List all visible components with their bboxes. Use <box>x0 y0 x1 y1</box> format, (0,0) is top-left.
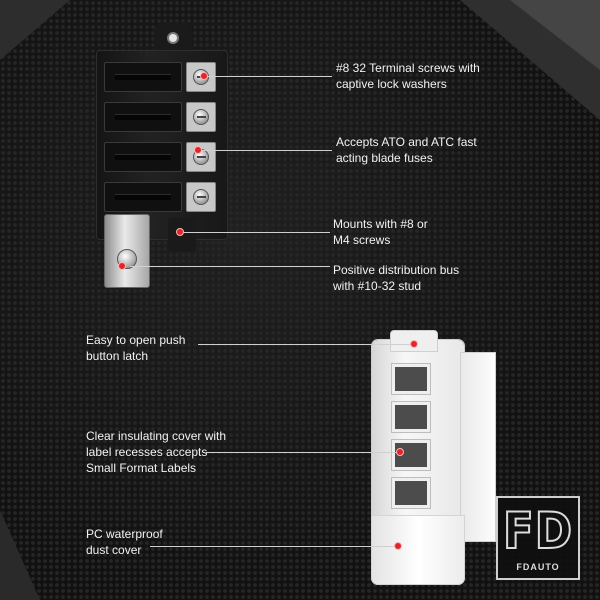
brand-logo: FD FDAUTO <box>496 496 580 580</box>
callout-insulating-cover: Clear insulating cover with label recess… <box>86 429 227 475</box>
callout-marker <box>394 542 402 550</box>
brand-logo-text: FDAUTO <box>516 562 560 572</box>
callout-terminal-screws: #8 32 Terminal screws with captive lock … <box>336 61 480 91</box>
cover-dust-section <box>372 516 464 584</box>
callout-fuse-types: Accepts ATO and ATC fast acting blade fu… <box>336 135 477 165</box>
corner-accent-top-left <box>0 0 70 60</box>
callout-push-button-latch: Easy to open push button latch <box>86 333 186 363</box>
label-recess <box>392 478 430 508</box>
mounting-ear <box>154 22 192 54</box>
brand-logo-mark: FD <box>502 502 574 560</box>
fuse-slot <box>104 182 182 212</box>
callout-line-terminal-screws <box>206 76 332 77</box>
label-recess <box>392 440 430 470</box>
corner-accent-bottom-left <box>0 510 40 600</box>
fuse-slot <box>104 62 182 92</box>
callout-dust-cover: PC waterproof dust cover <box>86 527 163 557</box>
callout-marker <box>176 228 184 236</box>
terminal-screw <box>186 102 216 132</box>
callout-line-mount-screws <box>182 232 330 233</box>
mounting-hole <box>167 32 179 44</box>
callout-marker <box>410 340 418 348</box>
callout-line-fuse-types <box>200 150 332 151</box>
callout-marker <box>118 262 126 270</box>
callout-marker <box>194 146 202 154</box>
terminal-screw <box>186 182 216 212</box>
label-recess <box>392 364 430 394</box>
callout-line-insulating-cover <box>206 452 400 453</box>
callout-marker <box>200 72 208 80</box>
fuse-block-image <box>96 22 228 292</box>
label-recess <box>392 402 430 432</box>
fuse-block-body <box>96 50 228 240</box>
distribution-bus-bar <box>104 214 150 288</box>
fuse-slot <box>104 102 182 132</box>
callout-mount-screws: Mounts with #8 or M4 screws <box>333 217 428 247</box>
cover-side-panel <box>460 352 496 542</box>
callout-line-dust-cover <box>150 546 396 547</box>
callout-distribution-bus: Positive distribution bus with #10-32 st… <box>333 263 460 293</box>
callout-line-push-button-latch <box>198 344 412 345</box>
clear-cover-image <box>368 330 504 584</box>
corner-accent-top-right-inner <box>510 0 600 70</box>
fuse-slot <box>104 142 182 172</box>
callout-line-distribution-bus <box>130 266 330 267</box>
callout-marker <box>396 448 404 456</box>
